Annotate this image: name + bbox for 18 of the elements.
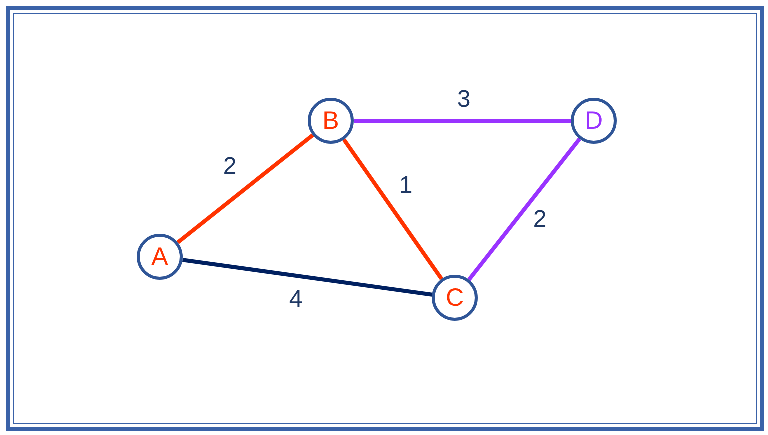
edge-label: 3 bbox=[457, 88, 471, 112]
edge-label: 2 bbox=[223, 155, 237, 179]
vertex-circle bbox=[571, 98, 617, 144]
graph-edge bbox=[182, 258, 432, 297]
edge-label: 4 bbox=[289, 288, 303, 312]
edge-label: 1 bbox=[399, 174, 413, 198]
vertex-label: D bbox=[584, 106, 604, 136]
vertex-circle bbox=[432, 275, 478, 321]
edge-label: 2 bbox=[533, 208, 547, 232]
vertex-label: B bbox=[322, 106, 340, 136]
graph-edge bbox=[354, 119, 571, 123]
vertex-label: A bbox=[152, 242, 168, 272]
graph-edge bbox=[342, 138, 444, 280]
vertex-circle bbox=[137, 234, 183, 280]
graph-edge bbox=[176, 134, 314, 244]
vertex-label: C bbox=[446, 284, 464, 312]
graph-edge bbox=[468, 138, 582, 282]
vertex-circle bbox=[308, 98, 354, 144]
